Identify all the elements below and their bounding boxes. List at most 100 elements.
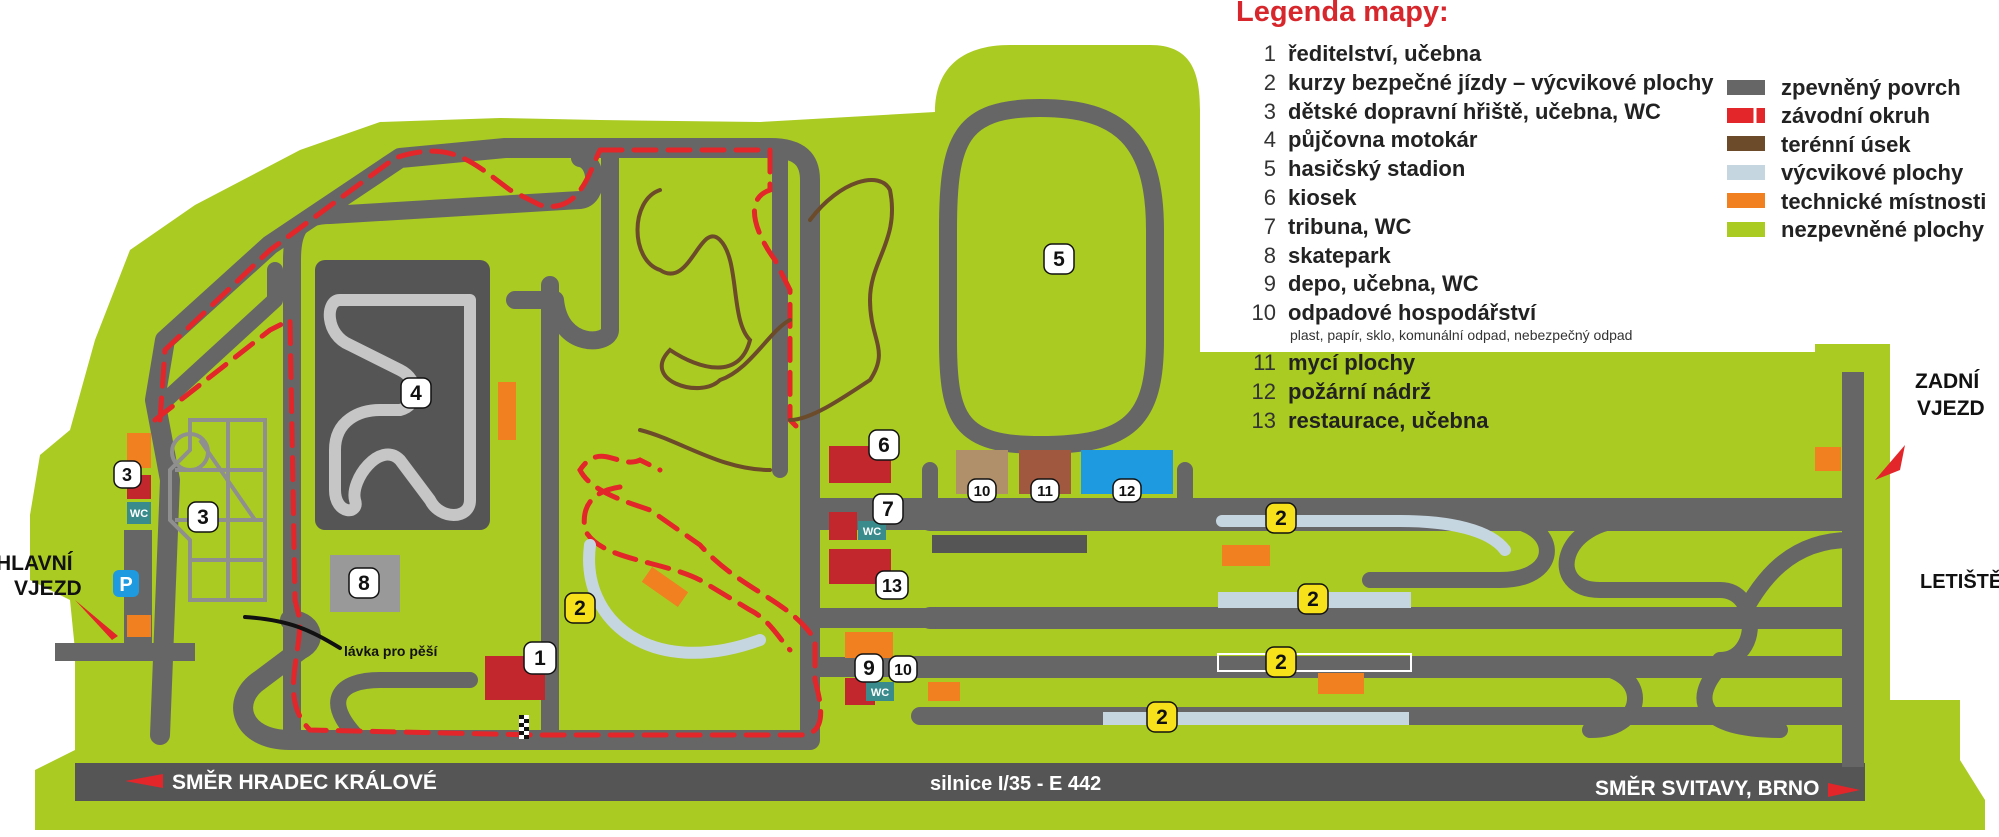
tech-room-8 (1815, 447, 1841, 471)
surface-key: zpevněný povrch závodní okruh terénní ús… (1727, 74, 1986, 244)
terrain-track (635, 178, 894, 472)
footbridge-line (243, 615, 342, 650)
marker-9: 9 (854, 653, 884, 683)
race-circuit-west (152, 315, 824, 738)
main-entry-arrow-icon (75, 600, 118, 640)
marker-10-b: 10 (967, 478, 997, 503)
road-left-arrow-icon (125, 774, 163, 788)
rear-entry-label-2: VJEZD (1917, 397, 1985, 420)
tech-room-1 (498, 382, 516, 440)
swatch-technical (1727, 193, 1765, 209)
svg-text:7: 7 (882, 498, 894, 521)
road-label-left: SMĚR HRADEC KRÁLOVÉ (172, 770, 437, 794)
svg-text:2: 2 (1307, 588, 1319, 611)
key-item-technical: technické místnosti (1727, 188, 1986, 216)
kids-playground (168, 418, 267, 602)
road-east-loops (1362, 512, 1858, 738)
svg-text:5: 5 (1053, 248, 1065, 271)
legend-item-subtext: plast, papír, sklo, komunální odpad, neb… (1290, 327, 1633, 344)
svg-text:6: 6 (878, 434, 890, 457)
svg-text:1: 1 (534, 647, 546, 670)
main-entry-label-1: HLAVNÍ (0, 552, 74, 575)
svg-text:WC: WC (863, 526, 881, 538)
svg-text:2: 2 (1275, 507, 1287, 530)
svg-text:P: P (119, 574, 132, 596)
race-circuit-loop (581, 484, 793, 653)
race-circuit-north (157, 147, 773, 423)
tech-room-6 (928, 682, 960, 701)
road-right-arrow-icon (1828, 783, 1860, 797)
tech-room-5 (1318, 673, 1364, 694)
svg-text:10: 10 (974, 483, 991, 500)
marker-4: 4 (400, 377, 432, 409)
wc-badge-3: WC (866, 682, 894, 701)
legend-title: Legenda mapy: (1236, 0, 1449, 28)
svg-text:11: 11 (1037, 483, 1053, 500)
svg-text:3: 3 (197, 506, 209, 529)
marker-10-a: 10 (888, 655, 918, 683)
marker-6: 6 (868, 429, 900, 461)
key-item-training: výcvikové plochy (1727, 159, 1986, 187)
svg-text:3: 3 (122, 465, 132, 485)
marker-12: 12 (1112, 478, 1142, 503)
training-area-a (1216, 515, 1511, 556)
wc-badge-1: WC (127, 502, 151, 524)
swatch-paved (1727, 79, 1765, 95)
highway (75, 763, 1865, 801)
rear-entry-label-1: ZADNÍ (1915, 370, 1980, 393)
swatch-unpaved (1727, 221, 1765, 237)
marker-2-d: 2 (1265, 646, 1297, 678)
road-stadium-oval (939, 99, 1164, 454)
marker-2-b: 2 (1265, 502, 1297, 534)
svg-text:4: 4 (410, 382, 422, 405)
marker-13: 13 (875, 570, 909, 600)
svg-text:8: 8 (358, 572, 370, 595)
rear-entry-arrow-icon (1875, 445, 1905, 480)
airport-label: LETIŠTĚ (1920, 569, 1999, 593)
svg-text:9: 9 (863, 657, 875, 680)
svg-text:12: 12 (1119, 483, 1136, 500)
svg-text:WC: WC (130, 508, 148, 520)
key-item-paved: zpevněný povrch (1727, 74, 1986, 102)
marker-2-a: 2 (564, 592, 596, 624)
wc-badge-2: WC (858, 521, 886, 540)
swatch-training (1727, 164, 1765, 180)
tech-room-4 (1222, 545, 1270, 566)
marker-11: 11 (1030, 478, 1060, 503)
marker-8: 8 (348, 567, 380, 599)
race-circuit-center (751, 147, 803, 433)
training-area-d (1103, 712, 1409, 725)
training-arc (583, 539, 766, 659)
svg-text:13: 13 (882, 576, 902, 596)
footbridge-label: lávka pro pěší (344, 643, 438, 659)
finish-flag-icon (519, 715, 529, 739)
svg-text:WC: WC (871, 687, 889, 699)
road-label-right: SMĚR SVITAVY, BRNO (1595, 776, 1819, 800)
road-label-center: silnice I/35 - E 442 (930, 773, 1101, 795)
marker-7: 7 (872, 493, 904, 525)
road-south-curve (330, 672, 478, 748)
marker-5: 5 (1043, 243, 1075, 275)
marker-2-e: 2 (1146, 701, 1178, 733)
training-area-c (1217, 653, 1412, 672)
key-item-race: závodní okruh (1727, 102, 1986, 130)
svg-text:2: 2 (1275, 651, 1287, 674)
marker-1: 1 (523, 641, 557, 675)
go-kart-track (323, 294, 476, 521)
road-west-upper (147, 262, 283, 418)
